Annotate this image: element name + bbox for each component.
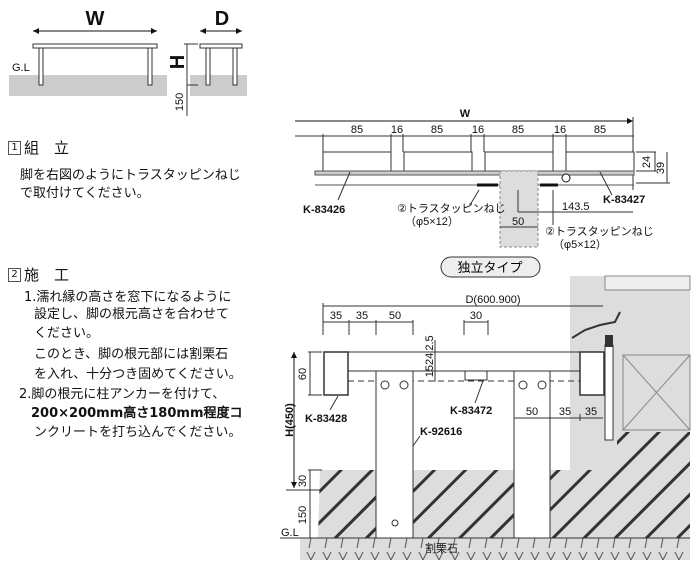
board-width-4: 85: [594, 124, 606, 136]
section2-line-6: 2.脚の根元に柱アンカーを付けて、: [19, 387, 226, 402]
board-width-2: 85: [431, 124, 443, 136]
d-label: D: [215, 8, 229, 30]
section2-line-2: 設定し、脚の根元高さを合わせて: [34, 307, 230, 322]
dim-30-b: 30: [297, 475, 309, 487]
dim-35-b: 35: [356, 310, 368, 322]
section1-number: 1: [8, 140, 21, 155]
height-39: 39: [655, 162, 667, 174]
section1-heading: 1 組 立: [8, 137, 69, 158]
board-width-3: 85: [512, 124, 524, 136]
section-figure: 独立タイプ D(600.900) 35 35 50 30 2.5: [280, 256, 691, 560]
screw-size-2: （φ5×12）: [553, 238, 607, 251]
section2-line-4: このとき、脚の根元部には割栗石: [34, 347, 229, 362]
screw-label-2: ②トラスタッピンねじ: [545, 225, 654, 238]
section2-title: 施 工: [24, 266, 70, 284]
gl-label: G.L: [12, 62, 30, 74]
board-width-1: 85: [351, 124, 363, 136]
height-h450: H(450): [284, 403, 296, 437]
gap-3: 16: [554, 124, 566, 136]
depth-label: D(600.900): [465, 294, 520, 306]
dim-30: 30: [470, 310, 482, 322]
dim-150: 150: [297, 506, 309, 524]
section2-line-3: ください。: [34, 326, 100, 341]
section1-line-2: で取付けてください。: [20, 186, 150, 201]
h-label: H: [167, 55, 189, 69]
offset-143-5: 143.5: [562, 201, 590, 213]
height-24: 24: [641, 156, 653, 168]
w-label: W: [86, 8, 105, 30]
section2-line-5: を入れ、十分つき固めてください。: [34, 367, 242, 382]
section2-line-1: 1.濡れ縁の高さを窓下になるように: [24, 290, 232, 305]
gap-1: 16: [391, 124, 403, 136]
section2-line-7: 200×200mm高さ180mm程度コ: [31, 406, 243, 421]
section1-line-1: 脚を右図のようにトラスタッピンねじ: [20, 168, 241, 183]
overview-figure: W D H G.L 150: [9, 8, 247, 116]
part-k83426: K-83426: [303, 204, 345, 216]
dim-60: 60: [297, 368, 309, 380]
gap-2: 16: [472, 124, 484, 136]
screw-size-1: （φ5×12）: [405, 215, 459, 228]
part-k83472: K-83472: [450, 405, 492, 417]
section-gl-label: G.L: [281, 527, 299, 539]
screw-label-1: ②トラスタッピンねじ: [397, 202, 506, 215]
right-dim-50: 50: [526, 406, 538, 418]
dim-1524: 1524: [424, 353, 436, 377]
post-width-50: 50: [512, 216, 524, 228]
section2-heading: 2 施 工: [8, 264, 69, 285]
part-k83428: K-83428: [305, 413, 347, 425]
depth-150-label: 150: [174, 93, 186, 111]
plan-figure: W 85 16 85 16 85 16 85 24 39 K-83426 K-8…: [295, 108, 670, 251]
part-k83427: K-83427: [603, 194, 645, 206]
type-badge: 独立タイプ: [457, 261, 522, 276]
section1-title: 組 立: [24, 139, 70, 157]
dim-35-a: 35: [330, 310, 342, 322]
gravel-label: 割栗石: [425, 541, 458, 555]
dim-50: 50: [389, 310, 401, 322]
right-dim-35-b: 35: [585, 406, 597, 418]
section2-number: 2: [8, 267, 21, 282]
right-dim-35-a: 35: [559, 406, 571, 418]
dim-2-5: 2.5: [424, 335, 436, 350]
section2-line-8: ンクリートを打ち込んでください。: [34, 425, 242, 440]
plan-w-label: W: [460, 108, 471, 120]
part-k92616: K-92616: [420, 426, 462, 438]
